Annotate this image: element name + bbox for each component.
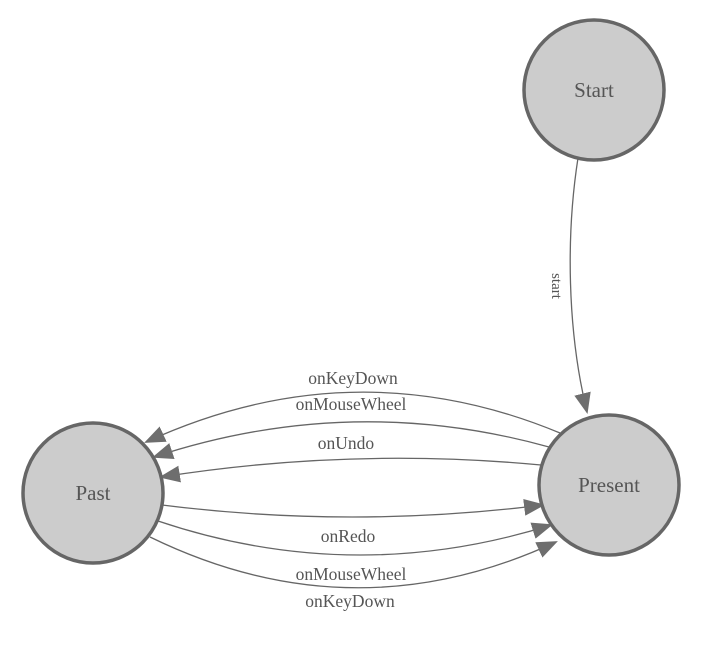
edge-past-to-present-onredo	[161, 499, 546, 518]
edge-past-to-present-onkeydown	[149, 536, 558, 589]
edge-label-onkeydown-bottom: onKeyDown	[305, 591, 395, 611]
node-past[interactable]: Past	[21, 421, 165, 565]
node-start-label: Start	[574, 78, 614, 102]
edge-label-onmousewheel-bottom: onMouseWheel	[296, 564, 407, 584]
edge-label-onmousewheel-top: onMouseWheel	[296, 394, 407, 414]
edge-label-onundo: onUndo	[318, 433, 375, 453]
node-present-label: Present	[578, 473, 640, 497]
node-present[interactable]: Present	[537, 413, 681, 557]
edge-label-onkeydown-top: onKeyDown	[308, 368, 398, 388]
edge-start-to-present	[569, 157, 591, 415]
edge-present-to-past-onkeydown	[144, 391, 561, 443]
edge-past-to-present-onmousewheel	[157, 520, 554, 556]
edge-present-to-past-onundo	[158, 457, 542, 483]
node-past-circle[interactable]	[21, 421, 165, 565]
node-start[interactable]: Start	[522, 18, 666, 162]
edge-label-onredo: onRedo	[321, 526, 376, 546]
node-past-label: Past	[75, 481, 110, 505]
edge-present-to-past-onmousewheel	[152, 421, 550, 460]
node-present-circle[interactable]	[537, 413, 681, 557]
edge-label-start: start	[548, 273, 564, 300]
node-start-circle[interactable]	[522, 18, 666, 162]
